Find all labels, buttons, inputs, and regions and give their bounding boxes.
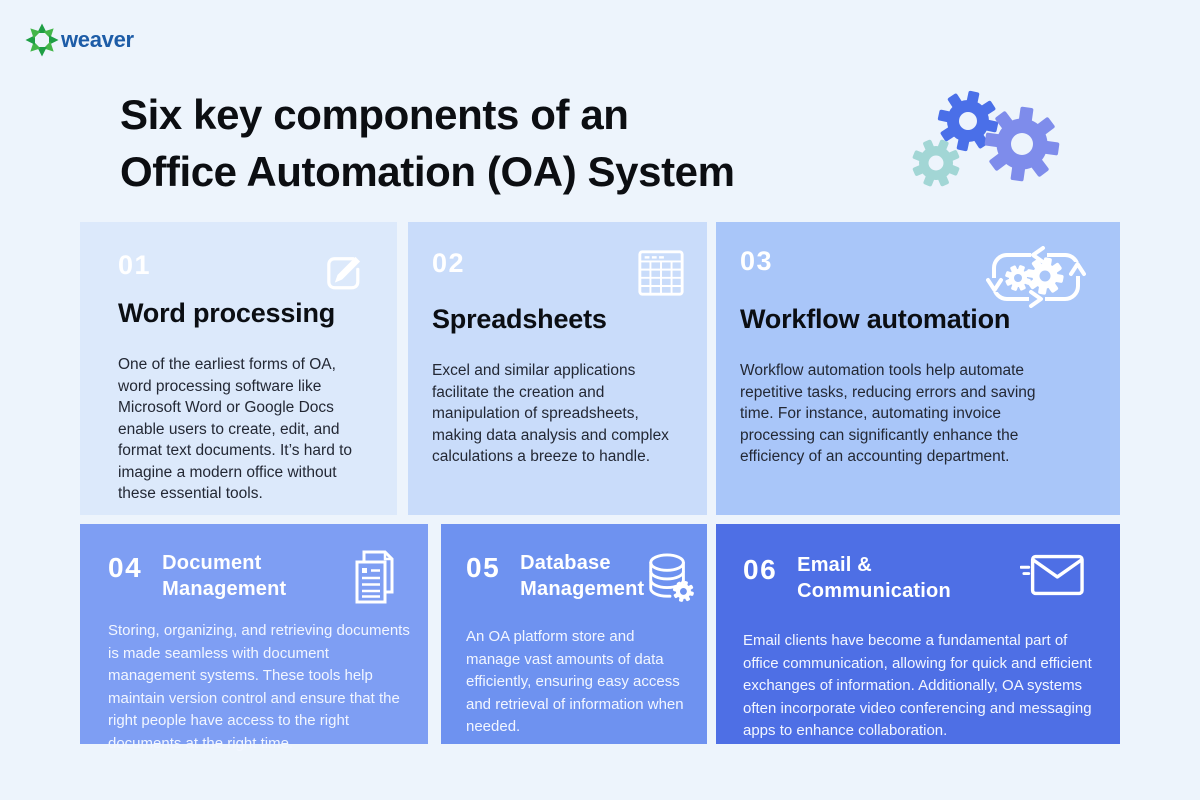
page-title: Six key components of an Office Automati… xyxy=(120,86,735,200)
card-email-communication: 06 Email & Communication Email clients h… xyxy=(716,524,1120,744)
logo: weaver xyxy=(24,22,134,58)
database-gear-icon xyxy=(649,553,695,602)
weaver-logo-icon xyxy=(25,23,59,57)
card-document-management: 04 Document Management Storing, organizi… xyxy=(80,524,428,752)
card-body: Email clients have become a fundamental … xyxy=(743,632,1092,739)
card-number: 01 xyxy=(118,250,152,280)
gears-decoration-icon xyxy=(912,90,1060,187)
card-title: Database Management xyxy=(520,552,645,600)
card-number: 05 xyxy=(466,552,501,583)
card-number: 03 xyxy=(740,246,774,276)
card-database-management: 05 Database Management xyxy=(441,524,707,744)
card-body: Storing, organizing, and retrieving docu… xyxy=(108,622,410,752)
card-number: 02 xyxy=(432,248,466,278)
card-title: Workflow automation xyxy=(740,304,1011,334)
page-title-line1: Six key components of an xyxy=(120,91,629,138)
edit-icon xyxy=(327,256,361,290)
card-body: Excel and similar applications facilitat… xyxy=(432,362,669,465)
documents-icon xyxy=(355,550,394,604)
card-top-row: 01 xyxy=(80,222,397,296)
email-send-icon xyxy=(1020,554,1084,596)
card-word-processing: 01 Word processing One of the earliest f… xyxy=(80,222,397,515)
card-title: Word processing xyxy=(118,298,336,328)
card-top-row: 03 xyxy=(716,222,1120,308)
card-title: Email & Communication xyxy=(797,554,951,602)
card-body: Workflow automation tools help automate … xyxy=(740,362,1036,465)
workflow-gears-icon xyxy=(986,246,1086,308)
page-title-line2: Office Automation (OA) System xyxy=(120,148,735,195)
card-workflow-automation: 03 xyxy=(716,222,1120,515)
card-title: Document Management xyxy=(162,552,287,600)
logo-text: weaver xyxy=(61,27,134,52)
card-header-row: 05 Database Management xyxy=(441,524,707,604)
card-header-row: 04 Document Management xyxy=(80,524,428,606)
card-spreadsheets: 02 Spreadsheets Excel and similar applic… xyxy=(408,222,707,515)
card-body: An OA platform store and manage vast amo… xyxy=(466,628,684,735)
card-number: 04 xyxy=(108,552,143,583)
spreadsheet-icon xyxy=(638,250,684,296)
card-top-row: 02 xyxy=(408,222,707,298)
card-number: 06 xyxy=(743,554,778,585)
card-header-row: 06 Email & Communication xyxy=(716,524,1120,604)
card-body: One of the earliest forms of OA, word pr… xyxy=(118,356,353,502)
card-title: Spreadsheets xyxy=(432,304,607,334)
